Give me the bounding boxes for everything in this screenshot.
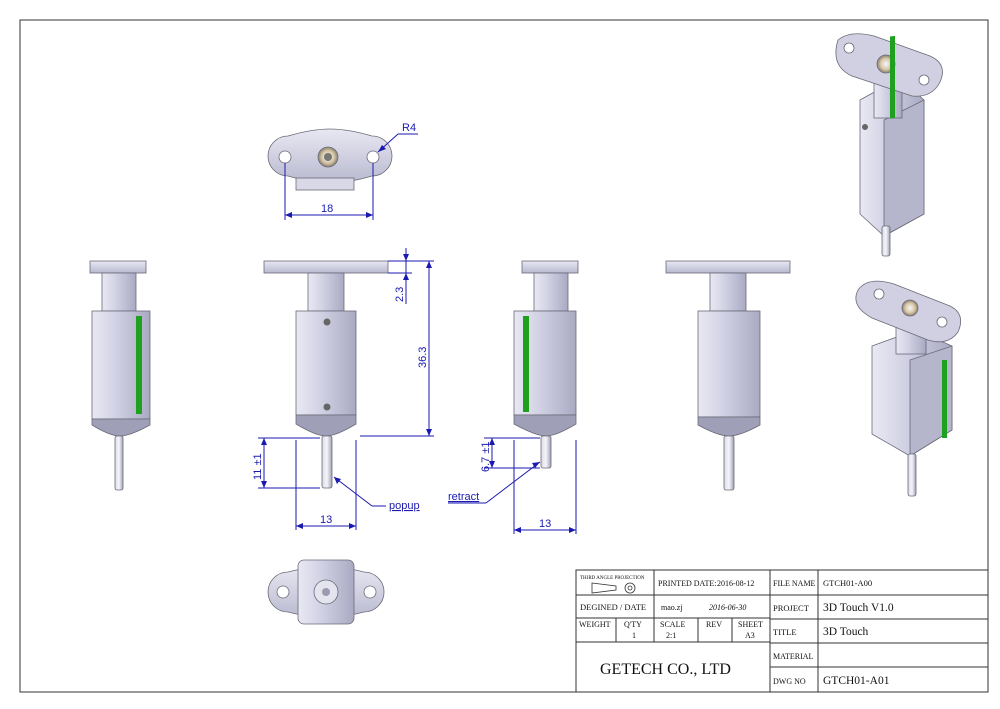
design-date: 2016-06-30	[709, 603, 746, 612]
project: 3D Touch V1.0	[823, 602, 894, 614]
right-led-strip	[523, 316, 529, 412]
project-label: PROJECT	[773, 603, 810, 613]
qty-value: 1	[632, 631, 636, 640]
material-label: MATERIAL	[773, 652, 814, 661]
isometric-view-upper	[835, 33, 943, 257]
title-label: TITLE	[773, 627, 797, 637]
printed-date: 2016-08-12	[717, 579, 754, 588]
scale-value: 2:1	[666, 631, 676, 640]
top-view-hole-left	[278, 150, 292, 164]
qty-label: Q'TY	[624, 620, 642, 629]
right-side-view: 6.7 ±1 13 retract	[448, 260, 579, 534]
sheet-label: SHEET	[738, 620, 763, 629]
left-led-strip	[136, 316, 142, 414]
scale-label: SCALE	[660, 620, 685, 629]
projection-label: THIRD ANGLE PROJECTION	[580, 576, 645, 581]
dwg-no: GTCH01-A01	[823, 675, 890, 687]
dim-pin-popup: 11 ±1	[252, 453, 264, 480]
sheet-value: A3	[745, 631, 755, 640]
projection-cone-icon	[591, 582, 617, 594]
top-view-hole-right	[366, 150, 380, 164]
dwg-no-label: DWG NO	[773, 677, 806, 686]
designer: mao.zj	[661, 603, 683, 612]
front-view: 2.3 36.3 11 ±1 13 popup	[252, 248, 434, 530]
right-pin	[540, 435, 552, 469]
left-pin	[114, 435, 124, 491]
dim-flange-thickness: 2.3	[394, 287, 406, 302]
top-view-screw-inner	[324, 153, 332, 161]
front-pin	[321, 435, 333, 489]
front-screw-bottom	[323, 403, 331, 411]
callout-popup: popup	[389, 500, 420, 512]
file-name: GTCH01-A00	[823, 578, 872, 588]
title: 3D Touch	[823, 626, 869, 638]
file-name-label: FILE NAME	[773, 579, 816, 588]
printed-date-label: PRINTED DATE:	[658, 579, 716, 588]
sheet-border	[19, 19, 989, 693]
iso-upper-led-strip	[890, 35, 895, 119]
back-pin	[723, 435, 735, 491]
isometric-view-lower	[855, 280, 962, 497]
iso-lower-led-strip	[942, 360, 947, 438]
weight-label: WEIGHT	[579, 620, 611, 629]
bottom-view	[267, 559, 385, 625]
dim-body-width-side: 13	[539, 518, 551, 530]
dim-pin-retract: 6.7 ±1	[480, 441, 492, 472]
company-name: GETECH CO., LTD	[600, 661, 731, 678]
designed-label: DEGINED / DATE	[580, 602, 646, 612]
dim-overall-height: 36.3	[417, 347, 429, 368]
front-screw-top	[323, 318, 331, 326]
rev-label: REV	[706, 620, 722, 629]
top-view-body-edge	[295, 177, 355, 191]
dim-body-width-front: 13	[320, 514, 332, 526]
left-side-view	[89, 260, 151, 491]
title-block: THIRD ANGLE PROJECTION PRINTED DATE: 201…	[575, 569, 989, 693]
projection-circle-icon	[624, 582, 636, 594]
callout-retract: retract	[448, 491, 479, 503]
dim-hole-spacing: 18	[321, 203, 333, 215]
dim-radius: R4	[402, 122, 416, 134]
back-view	[665, 260, 791, 491]
top-view: 18 R4	[267, 122, 418, 220]
